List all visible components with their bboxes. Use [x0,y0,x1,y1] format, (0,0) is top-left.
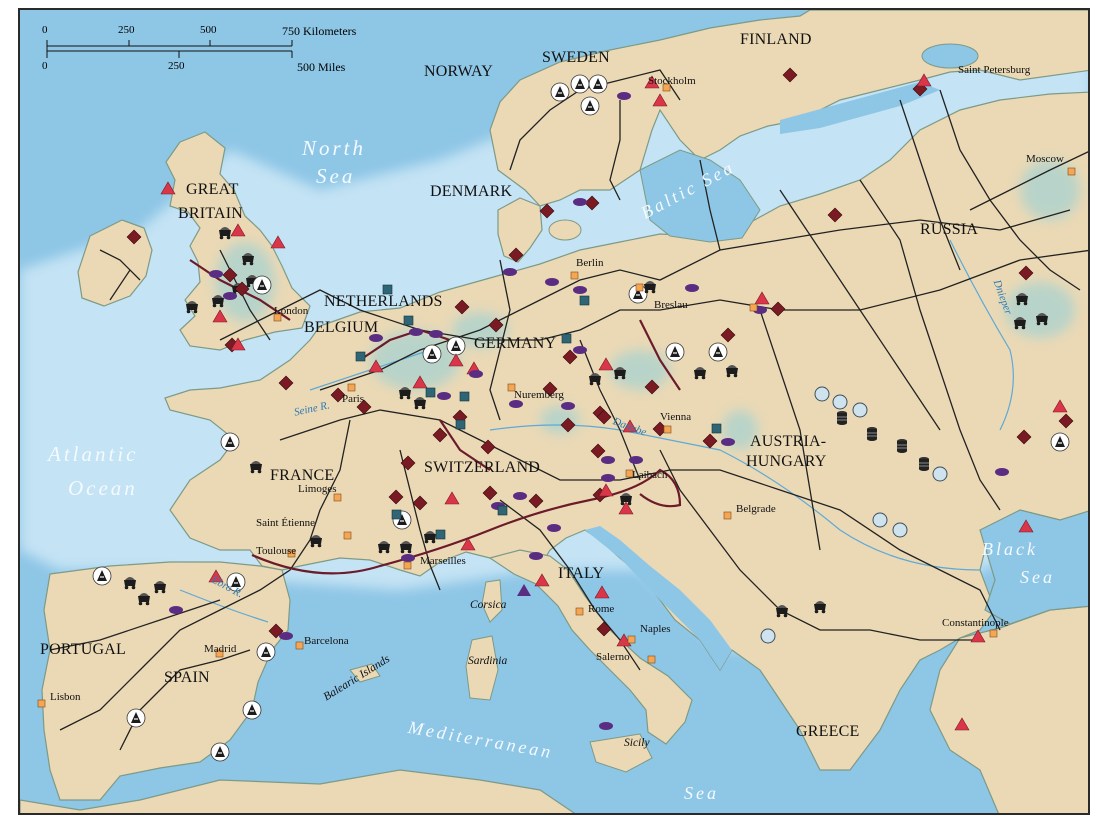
label-black: Black [982,539,1038,559]
balearic-land [349,663,381,683]
sardinia-land [465,635,499,701]
europe-map [20,10,1088,813]
engineering-squares [355,284,722,540]
label-finland: FINLAND [740,31,812,48]
label-sweden: SWEDEN [542,49,610,66]
label-london: London [274,305,309,317]
label-lisbon: Lisbon [50,691,81,703]
label-black-sea: Sea [1020,567,1055,587]
label-saint-etienne: Saint Étienne [256,517,315,529]
label-russia: RUSSIA [920,221,979,238]
label-france: FRANCE [270,467,335,484]
scale-km-250: 250 [118,24,135,36]
scale-km-0: 0 [42,24,48,36]
city-squares [37,83,1076,708]
label-north-sea-2: Sea [316,164,356,188]
chemical-ovals [169,92,1009,730]
label-north-sea-1: North [302,136,367,160]
label-austria: AUSTRIA- [750,433,827,450]
label-spain: SPAIN [164,669,210,686]
label-belgium: BELGIUM [304,319,379,336]
label-great: GREAT [186,181,239,198]
label-stockholm: Stockholm [648,75,696,87]
north-africa-land [20,769,576,813]
label-marseilles: Marseilles [420,555,466,567]
label-ocean: Ocean [68,476,138,500]
black-sea [979,509,1088,625]
map-frame: 0 250 500 750 Kilometers 0 250 500 Miles… [18,8,1090,815]
label-saint-petersburg: Saint Petersburg [958,64,1031,76]
scale-mi-0: 0 [42,60,48,72]
label-limoges: Limoges [298,483,337,495]
label-britain: BRITAIN [178,205,244,222]
italy-land [488,549,693,745]
label-vienna: Vienna [660,411,692,423]
label-netherlands: NETHERLANDS [324,293,443,310]
label-moscow: Moscow [1026,153,1064,165]
label-denmark: DENMARK [430,183,513,200]
label-switzerland: SWITZERLAND [424,459,540,476]
scale-km-750: 750 Kilometers [282,24,357,38]
scale-bar [46,40,293,58]
label-nuremberg: Nuremberg [514,389,564,401]
label-germany: GERMANY [474,335,557,352]
denmark-land [497,197,543,263]
sicily-land [589,733,653,773]
scale-mi-500: 500 Miles [297,60,346,74]
label-corsica: Corsica [470,599,507,611]
label-greece: GREECE [796,723,860,740]
corsica-land [481,579,503,623]
adriatic-sea [585,526,732,670]
label-naples: Naples [640,623,671,635]
petroleum-markers [760,386,948,644]
label-med-sea: Sea [684,783,719,803]
label-paris: Paris [342,393,364,405]
baltic-inland-water [639,149,761,243]
label-salerno: Salerno [596,651,630,663]
label-berlin: Berlin [576,257,604,269]
label-belgrade: Belgrade [736,503,776,515]
danish-islands [548,219,582,241]
label-sardinia: Sardinia [468,655,508,667]
label-italy: ITALY [558,565,605,582]
label-hungary: HUNGARY [746,453,827,470]
gulf-of-finland [780,82,940,134]
label-toulouse: Toulouse [256,545,297,557]
label-norway: NORWAY [424,63,494,80]
scale-km-500: 500 [200,24,217,36]
label-madrid: Madrid [204,643,237,655]
label-breslau: Breslau [654,299,688,311]
label-laibach: Laibach [632,469,668,481]
textile-triangles [160,73,1068,731]
label-barcelona: Barcelona [304,635,349,647]
label-portugal: PORTUGAL [40,641,126,658]
lake-ladoga [921,43,979,69]
purple-triangle-corsica [517,584,531,596]
label-constantinople: Constantinople [942,617,1009,629]
label-atlantic: Atlantic [48,442,139,466]
scale-mi-250: 250 [168,60,185,72]
iberia-land [41,561,291,801]
label-sicily: Sicily [624,737,650,749]
label-rome: Rome [588,603,615,615]
